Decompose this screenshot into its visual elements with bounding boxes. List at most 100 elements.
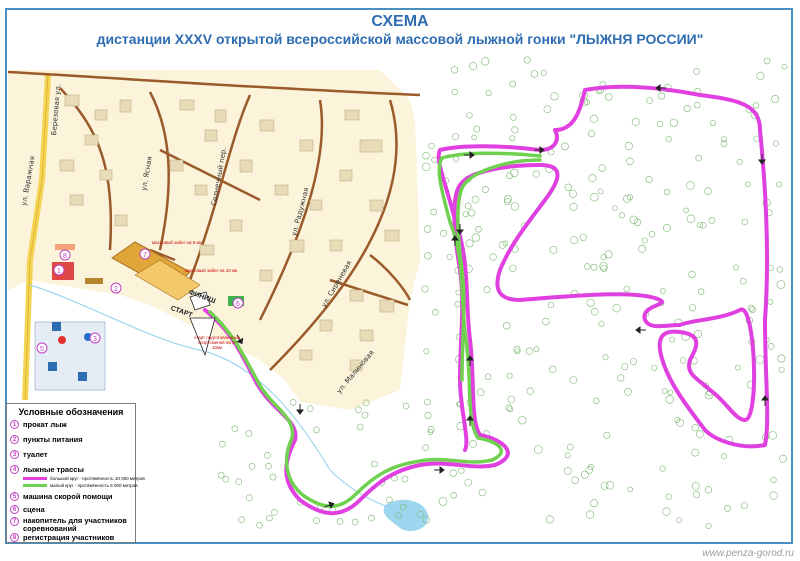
tree-icon [744,181,751,188]
tree-icon [336,518,344,525]
tree-icon [428,142,435,150]
note-start: старт подготовленных спортсменов на 5-10… [193,335,241,350]
direction-arrow-icon [464,151,475,159]
note-massstart-5: массовый забег на 5 км [152,240,202,245]
tree-icon [733,264,739,271]
tree-icon [547,302,555,309]
tree-icon [399,503,407,511]
forest-trees [217,56,788,529]
tree-icon [518,416,527,425]
tree-icon [561,142,569,151]
tree-icon [679,357,687,364]
tree-icon [452,133,460,141]
svg-text:5: 5 [40,346,44,353]
tree-icon [509,264,517,272]
tree-icon [623,194,632,203]
tree-icon [656,120,664,127]
map-frame [5,8,793,544]
tree-icon [676,517,682,523]
tree-icon [424,252,432,260]
tree-icon [362,399,370,407]
tree-icon [468,209,476,217]
tree-icon [526,387,534,395]
tree-icon [465,239,474,248]
tree-icon [451,88,458,96]
tree-icon [313,517,320,525]
tree-icon [542,317,550,326]
numbered-markers: 8 2 7 6 5 3 1 [36,248,244,354]
tree-icon [502,322,511,330]
tree-icon [503,195,512,204]
tree-icon [691,448,699,457]
tree-icon [509,80,517,88]
tree-icon [587,463,594,470]
tree-icon [612,304,621,313]
watermark: www.penza-gorod.ru [702,548,794,559]
tree-icon [469,62,477,70]
direction-arrow-icon [466,415,474,426]
tree-icon [736,158,743,165]
tree-icon [256,521,263,529]
direction-arrow-icon [296,404,304,415]
tree-icon [502,240,509,247]
tree-icon [438,497,448,506]
tree-icon [626,194,633,201]
direction-arrow-icon [655,84,666,92]
tree-icon [696,221,704,229]
tree-icon [588,174,597,183]
tree-icon [449,469,457,477]
tree-icon [709,120,716,127]
tree-icon [235,478,243,486]
direction-arrow-icon [534,146,545,154]
tree-icon [478,488,487,497]
tree-icon [568,189,577,198]
tree-icon [624,142,634,151]
tree-icon [313,426,320,434]
tree-icon [543,105,552,113]
tree-icon [688,304,697,312]
direction-arrow-icon [761,395,769,406]
tree-icon [688,270,696,279]
tree-icon [669,336,676,343]
tree-icon [704,187,712,195]
tree-icon [659,465,666,472]
tree-icon [590,307,599,316]
tree-icon [665,395,674,404]
tree-icon [466,112,473,119]
tree-icon [471,233,481,242]
pond [383,499,429,532]
tree-icon [776,280,786,289]
tree-icon [564,183,572,192]
tree-icon [624,387,632,396]
tree-icon [271,508,278,516]
tree-icon [771,95,780,104]
tree-icon [600,254,607,261]
tree-icon [246,494,253,502]
tree-icon [695,154,703,162]
tree-icon [667,389,674,396]
tree-icon [356,423,364,431]
tree-icon [669,118,679,127]
small-loop-route [208,151,542,508]
tree-icon [481,57,490,66]
tree-icon [570,236,579,245]
tree-icon [756,71,765,80]
tree-icon [772,140,779,147]
tree-icon [724,504,731,512]
tree-icon [621,363,629,370]
tree-icon [665,136,672,143]
tree-icon [395,512,402,519]
tree-icon [386,496,393,504]
tree-icon [705,522,712,529]
tree-icon [483,286,491,294]
legend-title: Условные обозначения [18,407,124,417]
tree-icon [646,97,653,104]
tree-icon [422,152,430,160]
tree-icon [658,92,666,100]
parking-signs [48,322,87,381]
tree-icon [368,514,375,522]
tree-icon [549,246,558,254]
